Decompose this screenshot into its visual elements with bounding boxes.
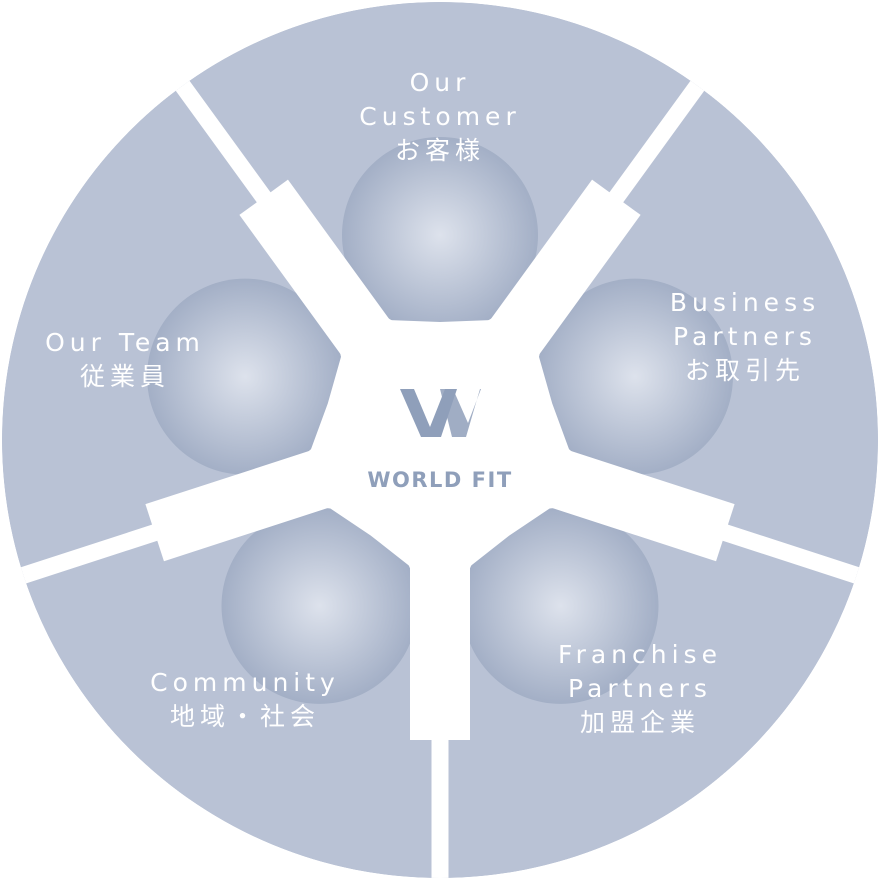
segment-en-line: Partners <box>673 322 817 351</box>
logo: WORLD FIT <box>340 380 540 500</box>
segment-en-line: Franchise <box>558 640 722 669</box>
segment-ja-label: 加盟企業 <box>579 708 700 737</box>
segment-en-line: Our Team <box>45 328 205 357</box>
segment-ja-label: 従業員 <box>79 362 170 391</box>
segment-divider-inner <box>145 411 450 562</box>
segment-label-customer: Our Customer お客様 <box>330 70 550 163</box>
segment-ja-label: お取引先 <box>684 356 805 385</box>
inner-lens-customer <box>342 137 538 333</box>
segment-en-line: Community <box>150 668 340 697</box>
segment-ja-label: 地域・社会 <box>169 702 320 731</box>
inner-lens-franchise-partners <box>462 507 659 704</box>
segment-label-community: Community 地域・社会 <box>135 670 355 729</box>
segment-en-line: Our <box>409 68 471 97</box>
segment-divider-inner <box>415 179 641 458</box>
logo-mark <box>400 389 481 437</box>
inner-lens-community <box>221 507 418 704</box>
segment-en-line: Business <box>669 288 821 317</box>
segment-ja-label: お客様 <box>394 136 485 165</box>
logo-text: WORLD FIT <box>367 468 513 492</box>
segment-label-franchise-partners: Franchise Partners 加盟企業 <box>535 642 745 735</box>
segment-divider-inner <box>430 411 735 562</box>
segment-label-business-partners: Business Partners お取引先 <box>640 290 850 383</box>
inner-lens-team <box>147 278 344 475</box>
inner-lens-business-partners <box>536 278 733 475</box>
segment-label-team: Our Team 従業員 <box>20 330 230 389</box>
segment-en-line: Customer <box>359 102 521 131</box>
segment-en-line: Partners <box>568 674 712 703</box>
